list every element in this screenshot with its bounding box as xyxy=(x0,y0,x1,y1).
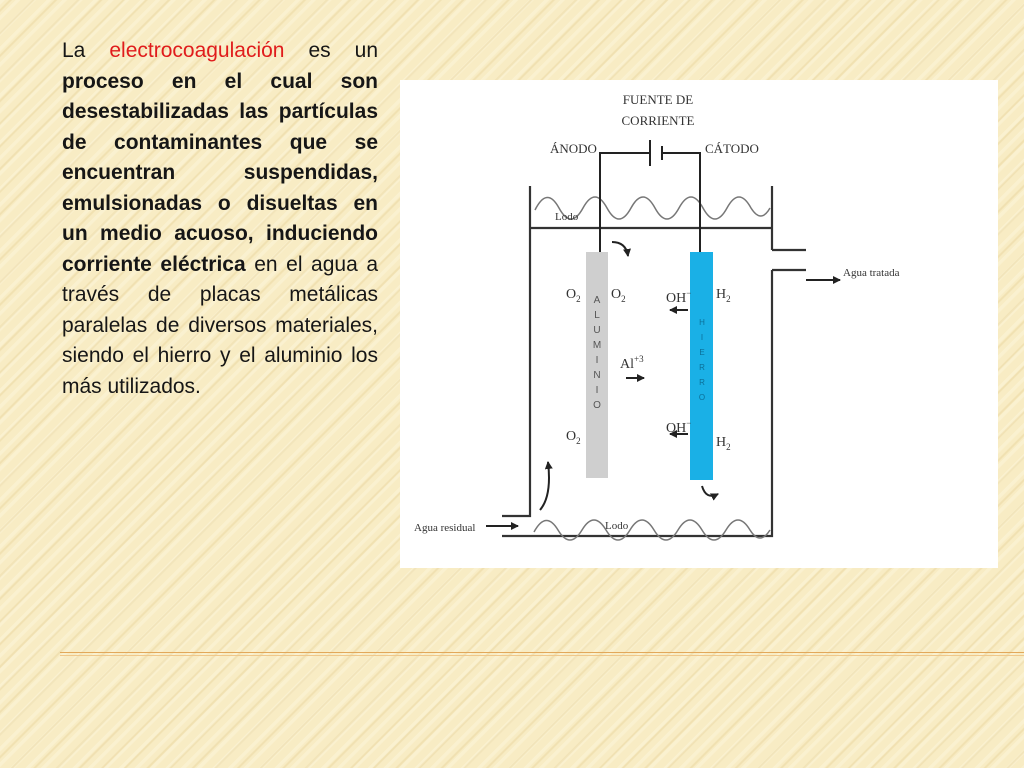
tank-bottom xyxy=(530,270,774,538)
o2-label-bottom: O2 xyxy=(566,429,581,446)
fuente-label-line2: CORRIENTE xyxy=(622,113,695,128)
lodo-top-label: Lodo xyxy=(555,211,579,223)
text-segment: es un xyxy=(284,39,378,62)
sludge-wave-top xyxy=(534,196,771,220)
tank xyxy=(502,186,806,538)
plate-letter: I xyxy=(701,333,703,342)
plate-letter: O xyxy=(699,393,705,402)
body-text: La electrocoagulación es un proceso en e… xyxy=(62,36,378,402)
text-segment: La xyxy=(62,39,110,62)
catodo-label: CÁTODO xyxy=(705,141,759,156)
plate-letter: H xyxy=(699,318,705,327)
hierro-letters: H I E R R O xyxy=(699,318,705,402)
aluminum-anode-plate xyxy=(586,252,608,478)
plate-letter: I xyxy=(596,355,599,366)
curved-arrow-cathode xyxy=(701,485,719,501)
text-segment: en el agua a través de placas metálicas … xyxy=(62,252,378,398)
arrows xyxy=(486,241,841,530)
o2-label-left: O2 xyxy=(566,287,581,304)
plate-letter: I xyxy=(596,385,599,396)
iron-cathode-plate xyxy=(690,252,713,480)
plate-letter: U xyxy=(593,325,600,336)
plate-letter: L xyxy=(594,310,600,321)
oh-label-top: OH− xyxy=(666,288,691,306)
lodo-bottom-label: Lodo xyxy=(605,520,629,532)
electrocoagulation-diagram: A L U M I N I O H I E R R O xyxy=(400,80,998,568)
highlight-term: electrocoagulación xyxy=(109,39,285,62)
fuente-label-line1: FUENTE DE xyxy=(623,92,693,107)
circuit xyxy=(599,140,701,252)
anodo-label: ÁNODO xyxy=(550,141,597,156)
diagram-svg: A L U M I N I O H I E R R O xyxy=(414,92,900,541)
bold-text: proceso en el cual son desestabilizadas … xyxy=(62,69,378,276)
anode-wire xyxy=(599,152,650,252)
agua-residual-label: Agua residual xyxy=(414,522,475,534)
oh-label-bottom: OH− xyxy=(666,418,691,436)
plate-letter: R xyxy=(699,363,705,372)
plate-letter: A xyxy=(594,295,601,306)
plate-letter: M xyxy=(593,340,601,351)
agua-tratada-label: Agua tratada xyxy=(843,267,900,279)
plate-letter: O xyxy=(593,400,601,411)
o2-label-right: O2 xyxy=(611,287,626,304)
aluminio-letters: A L U M I N I O xyxy=(593,295,601,411)
cathode-wire xyxy=(662,152,701,252)
plate-letter: E xyxy=(699,348,704,357)
sludge-wave-bottom xyxy=(533,519,771,541)
curved-arrow-anode xyxy=(611,241,631,257)
decorative-line xyxy=(60,652,1024,653)
h2-label-bottom: H2 xyxy=(716,435,731,452)
plate-letter: N xyxy=(593,370,600,381)
plate-letter: R xyxy=(699,378,705,387)
al3-label: Al+3 xyxy=(620,354,644,372)
tank-left-wall xyxy=(502,186,532,518)
decorative-line xyxy=(60,655,1024,656)
arrow-inflow-up xyxy=(539,461,553,511)
h2-label-top: H2 xyxy=(716,287,731,304)
